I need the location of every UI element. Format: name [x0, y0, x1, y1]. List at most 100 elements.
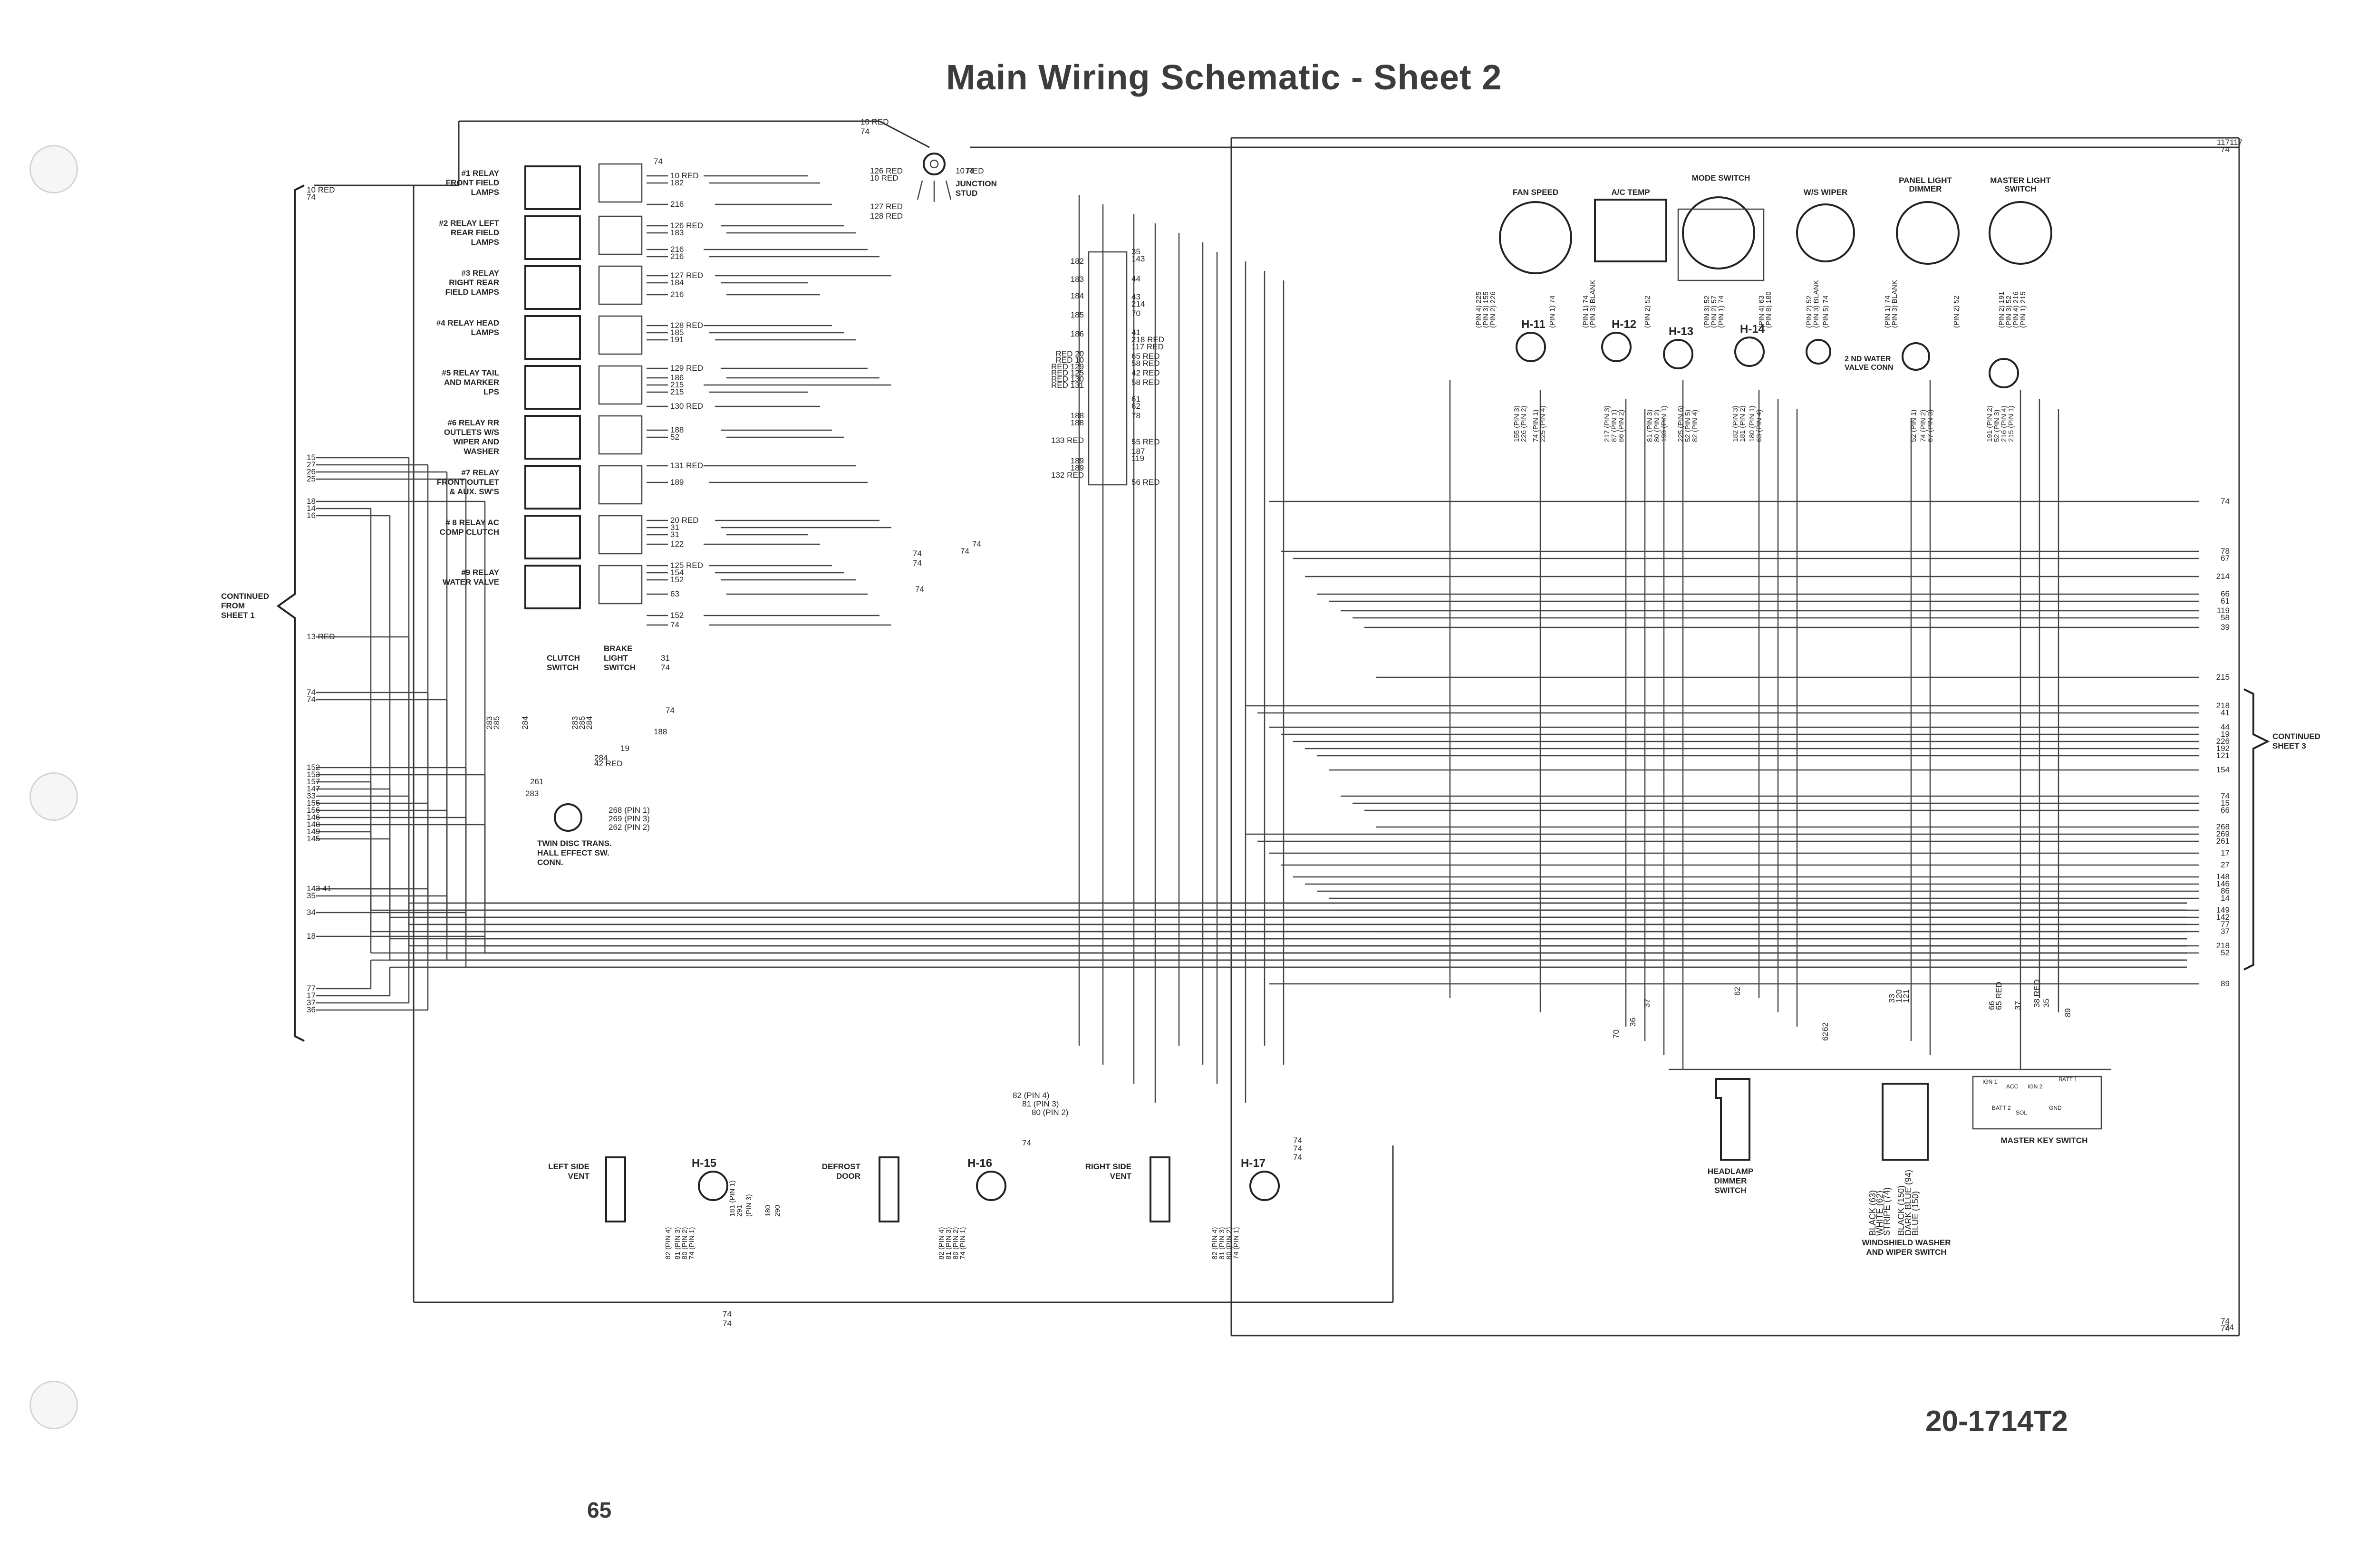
- right-wire-label: 74: [2221, 791, 2230, 800]
- relay-wire-label: 10 RED: [670, 171, 699, 180]
- left-wire-label: 156: [307, 806, 320, 815]
- connector-pin-label: 52 (PIN 3): [1993, 410, 2001, 442]
- fuse-wire-label: 188: [1071, 411, 1084, 420]
- relay-label: #5 RELAY TAIL: [442, 368, 499, 377]
- switch-pin-label: (PIN 1) 74: [1717, 296, 1725, 328]
- relay-label: RIGHT REAR: [449, 278, 499, 287]
- vent-pin-label: 81 (PIN 3): [674, 1227, 682, 1260]
- vent-pin-label: 74 (PIN 1): [688, 1227, 696, 1260]
- switch-pin-label: (PIN 2) 57: [1710, 296, 1718, 328]
- switch-pin-label: (PIN 3) BLANK: [1891, 280, 1899, 328]
- relay-wire-label: 216: [670, 290, 684, 299]
- connector-pin-label: 67 (PIN 3): [1926, 410, 1934, 442]
- master-key-terminal: BATT 1: [2058, 1076, 2077, 1083]
- connector-label: H-11: [1521, 318, 1546, 331]
- fuse-wire-label: 42 RED: [1131, 368, 1160, 377]
- switch-pin-label: (PIN 1) 74: [1884, 296, 1892, 328]
- twin-disc-pin-label: 268 (PIN 1): [609, 806, 650, 815]
- left-wire-label: 155: [307, 798, 320, 808]
- fuse-wire-label: 133 RED: [1051, 436, 1084, 445]
- clutch-area-wire-label: 74: [661, 663, 670, 672]
- relay-label: #4 RELAY HEAD: [436, 318, 499, 327]
- h15-pin-label: 290: [773, 1205, 782, 1217]
- stud-wire-label: 74: [860, 127, 870, 136]
- vent-pin-label: 81 (PIN 3): [945, 1227, 953, 1260]
- connector-pin-label: 225 (PIN 6): [1677, 405, 1685, 442]
- headlamp-dimmer-label: DIMMER: [1714, 1176, 1747, 1185]
- clutch-area-wire-label: 284: [594, 753, 608, 762]
- vent-pin-label: 82 (PIN 4): [664, 1227, 672, 1260]
- switch-pin-label: (PIN 8) 180: [1765, 291, 1773, 328]
- bottom-wire-label: 74: [1293, 1136, 1302, 1145]
- left-wire-label: 33: [307, 791, 316, 800]
- fuse-wire-label: 117 RED: [1131, 342, 1164, 351]
- relay-label: AND MARKER: [444, 378, 499, 387]
- connector-pin-label: 52 (PIN 5): [1684, 410, 1692, 442]
- master-light-label: MASTER LIGHT: [1990, 176, 2051, 185]
- clutch-area-wire-label: 31: [661, 654, 670, 663]
- connector-pin-label: 181 (PIN 2): [1739, 405, 1747, 442]
- relay-label: #9 RELAY: [461, 568, 499, 577]
- relay-wire-label: 129 RED: [670, 364, 703, 373]
- clutch-area-wire-label: 261: [530, 777, 543, 786]
- switch-pin-label: (PIN 4) 63: [1758, 296, 1766, 328]
- defrost-door-label: DOOR: [836, 1172, 860, 1181]
- connector-pin-label: 74 (PIN 2): [1919, 410, 1927, 442]
- right-wire-label: 154: [2216, 765, 2230, 774]
- right-wire-label: 121: [2216, 751, 2230, 760]
- fuse-wire-label: 143: [1131, 254, 1145, 263]
- switch-pin-label: (PIN 3) 155: [1482, 291, 1490, 328]
- bottom-right-wire-label: 37: [1643, 999, 1652, 1008]
- fuse-wire-label: 185: [1071, 310, 1084, 319]
- switch-pin-label: (PIN 1) 74: [1548, 296, 1556, 328]
- bottom-wire-label: 82 (PIN 4): [1013, 1091, 1049, 1100]
- right-wire-label: 268: [2216, 822, 2230, 831]
- fuse-wire-label: 70: [1131, 309, 1140, 318]
- connector-pin-label: 191 (PIN 2): [1986, 405, 1994, 442]
- fuse-wire-label: 186: [1071, 329, 1084, 338]
- right-wire-label: 78: [2221, 547, 2230, 556]
- right-vent-label: RIGHT SIDE: [1085, 1162, 1131, 1171]
- fuse-wire-label: RED 129: [1051, 362, 1084, 371]
- relay-label: COMP CLUTCH: [440, 528, 499, 537]
- brake-switch-label: LIGHT: [604, 654, 628, 663]
- fuse-wire-label: 35: [1131, 247, 1140, 256]
- relay-wire-label: 184: [670, 278, 684, 287]
- frame-lines: [314, 120, 2240, 1337]
- fuse-panel: [1088, 251, 1128, 486]
- relay-wire-label: 31: [670, 530, 679, 539]
- document-number: 20-1714T2: [1925, 1405, 2068, 1438]
- switch-pin-label: (PIN 1) 215: [2019, 291, 2027, 328]
- right-wire-label: 142: [2216, 913, 2230, 922]
- bottom-right-wire-label: 65 RED: [1994, 981, 2003, 1010]
- harness-horizontal: [316, 457, 2199, 1011]
- right-wire-label: 192: [2216, 744, 2230, 753]
- fuse-wire-label: 189: [1071, 456, 1084, 465]
- twin-disc-label: HALL EFFECT SW.: [537, 848, 609, 857]
- relay-label: FRONT OUTLET: [437, 478, 500, 487]
- connector-pin-label: 180 (PIN 1): [1748, 405, 1756, 442]
- clutch-area-wire-label: 74: [666, 706, 675, 715]
- connector-pin-label: 225 (PIN 4): [1539, 405, 1547, 442]
- continued-to-label: CONTINUED: [2272, 732, 2320, 741]
- left-wire-label: 157: [307, 777, 320, 786]
- vent-pin-label: 82 (PIN 4): [1211, 1227, 1219, 1260]
- bottom-right-devices: [1669, 1068, 2111, 1161]
- junction-stud: [917, 153, 952, 202]
- bottom-wire-label: 81 (PIN 3): [1022, 1099, 1059, 1108]
- connector-pin-label: 87 (PIN 1): [1610, 410, 1618, 442]
- twin-disc-label: CONN.: [537, 858, 563, 867]
- left-wire-label: 147: [307, 784, 320, 793]
- fuse-wire-label: 119: [1131, 454, 1144, 463]
- master-key-terminal: SOL: [2016, 1109, 2027, 1116]
- bottom-right-wire-label: 120: [1894, 990, 1904, 1003]
- binder-hole-3: [29, 1381, 78, 1429]
- relay-branches: [647, 175, 891, 626]
- master-key-terminal: BATT 2: [1992, 1105, 2011, 1111]
- fuse-wire-label: 58 RED: [1131, 359, 1160, 368]
- relay-label: #6 RELAY RR: [447, 418, 499, 427]
- fuse-wire-label: RED 20: [1055, 349, 1084, 358]
- connector-pin-label: 80 (PIN 2): [1653, 410, 1661, 442]
